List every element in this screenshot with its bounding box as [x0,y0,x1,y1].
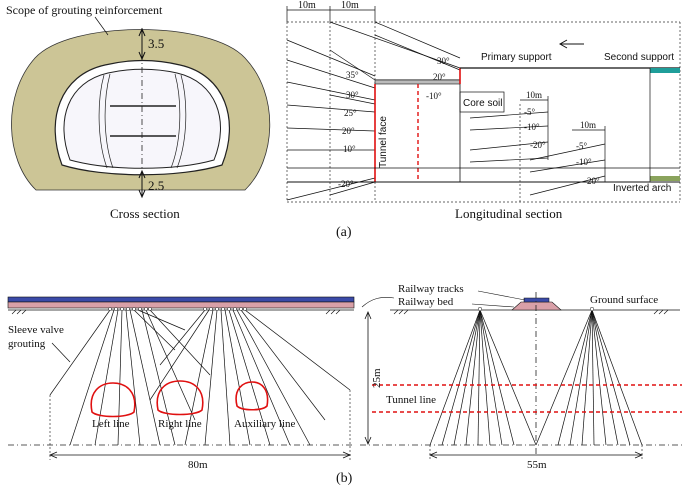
cross-view-right: Railway tracks Railway bed Ground surfac… [360,283,682,471]
angle-20: 20° [342,126,355,136]
left-line-tunnel [90,382,136,418]
top-arrow-head-down [138,51,146,61]
angle-step3-neg5: -5° [576,141,587,151]
depth-arrow-top [364,310,372,320]
width-arrow-right-a [428,451,438,459]
sleeve-valve-label-1: Sleeve valve [8,324,64,336]
grout-nozzles-left [108,307,247,311]
primary-support-label: Primary support [481,52,552,63]
panel-b-label: (b) [336,471,353,486]
width-left-label: 80m [188,459,208,471]
right-line-tunnel [156,380,204,416]
spacing-mid: 10m [526,90,542,100]
angle-30: 30° [346,90,359,100]
angle-step2-neg10: -10° [524,122,540,132]
depth-label: 25m [371,368,383,388]
grout-fan-right-right [535,309,643,446]
railway-tracks-label: Railway tracks [398,283,464,295]
grout-holes-stage1 [286,21,461,201]
railway-bed-leader [471,303,515,308]
nozzle-right-a [477,306,483,312]
top-arrow-head-up [138,27,146,37]
right-partition-inner [170,73,181,169]
inverted-arch-label: Inverted arch [613,183,671,194]
railway-bed-bracket [361,296,395,308]
auxiliary-line-tunnel [235,381,269,411]
angle-mid-20: 20° [433,72,446,82]
railway-bed-band [7,301,355,309]
ground-hatch-left [11,309,341,315]
longitudinal-caption: Longitudinal section [455,206,563,221]
railway-bed-trapezoid [511,301,562,311]
second-support-label: Second support [604,52,674,63]
top-thickness-label: 3.5 [148,36,164,51]
bottom-arrow-head-up [138,169,146,179]
tunnel-lining [63,68,221,169]
angle-35: 35° [346,70,359,80]
left-partition [98,74,108,169]
sleeve-valve-label-2: grouting [8,338,46,350]
ground-surface-label: Ground surface [590,294,658,306]
railway-track-band [7,296,355,303]
core-soil-label: Core soil [463,98,502,109]
width-arrow-left-a [48,451,58,459]
angle-step2-neg20: -20° [530,140,546,150]
left-line-label: Left line [92,418,130,430]
spacing-right: 10m [580,120,596,130]
angle-mid-30: 30° [437,56,450,66]
nozzle-right-b [589,306,595,312]
grout-holes-stage3 [529,143,606,196]
right-partition [176,74,187,169]
cross-section-diagram: Scope of grouting reinforcement 3.5 2.5 … [6,3,271,221]
spacing-top-2: 10m [341,0,359,11]
angle-10: 10° [343,144,356,154]
railway-bed-label: Railway bed [398,296,454,308]
second-support-band-bottom [650,176,680,181]
width-right-label: 55m [527,459,547,471]
grout-fan-left [49,309,351,446]
sleeve-valve-leader [51,342,71,363]
left-partition-inner [104,73,114,169]
second-support-band-top [650,68,680,73]
width-arrow-left-b [342,451,352,459]
bottom-arrow-head-down [138,189,146,199]
width-arrow-right-b [634,451,644,459]
right-line-label: Right line [158,418,202,430]
auxiliary-line-label: Auxiliary line [234,418,296,430]
angle-neg20: -20° [338,179,354,189]
railway-tracks-leader [477,290,526,301]
angle-25: 25° [344,108,357,118]
tunnel-line-label: Tunnel line [386,394,436,406]
angle-step3-neg20: -20° [584,176,600,186]
grout-holes-stage2 [469,111,549,163]
bottom-thickness-label: 2.5 [148,178,164,193]
angle-step2-neg5: -5° [524,107,535,117]
grout-fan-right-left [429,309,537,446]
angle-mid-neg10: -10° [426,91,442,101]
grouting-scope-leader [94,16,109,36]
ground-hatch-right [393,309,669,315]
plan-view-left: Left line Right line Auxiliary line Slee… [7,296,355,471]
spacing-top-1: 10m [298,0,316,11]
longitudinal-section-diagram: 10m 10m Tunnel face 35° 30° [286,0,681,221]
grouting-scope-label: Scope of grouting reinforcement [6,3,163,17]
tunnel-face-label: Tunnel face [378,116,389,168]
cross-section-caption: Cross section [110,206,180,221]
angle-step3-neg10: -10° [576,157,592,167]
railway-track-rect [523,297,550,303]
panel-a-label: (a) [336,225,352,240]
excavation-top [374,79,461,85]
direction-arrow-head [558,39,568,49]
depth-arrow-bottom [364,436,372,446]
